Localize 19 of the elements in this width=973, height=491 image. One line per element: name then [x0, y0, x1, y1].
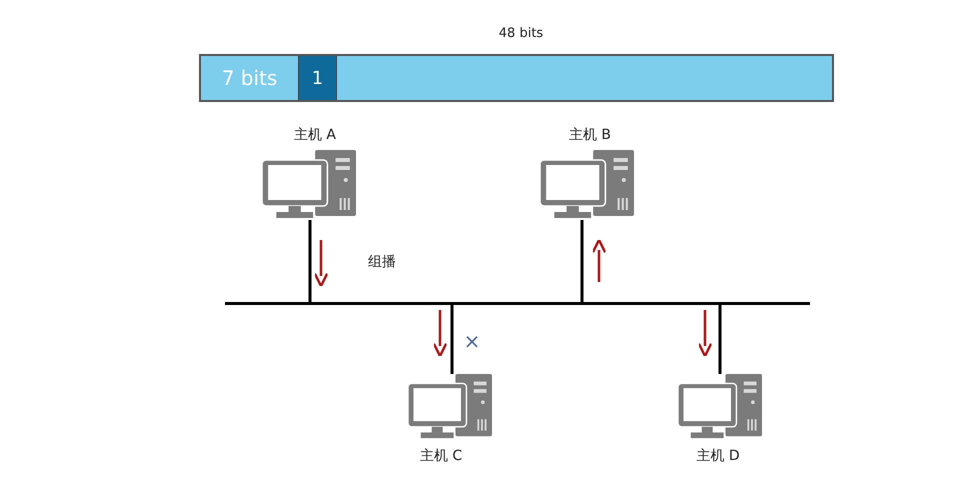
- computer-drawing: [262, 150, 356, 220]
- connector-line: [718, 305, 722, 374]
- bit-segment: 1: [298, 56, 337, 100]
- bit-segment: 7 bits: [201, 56, 298, 100]
- connector-line: [308, 220, 312, 302]
- reject-mark: ×: [464, 328, 480, 355]
- connector-line: [580, 220, 584, 302]
- host-label: 主机 A: [294, 126, 336, 145]
- host-label: 主机 D: [696, 447, 740, 466]
- computer-drawing: [678, 374, 762, 440]
- bit-segment: [337, 56, 832, 100]
- computer-drawing: [408, 374, 492, 440]
- computer-drawing: [540, 150, 634, 220]
- field-size-label: 48 bits: [498, 25, 544, 43]
- host-label: 主机 B: [568, 126, 612, 145]
- annotation-text: 组播: [368, 253, 396, 272]
- connector-line: [450, 305, 454, 374]
- host-label: 主机 C: [420, 447, 462, 466]
- bus-line: [225, 302, 810, 305]
